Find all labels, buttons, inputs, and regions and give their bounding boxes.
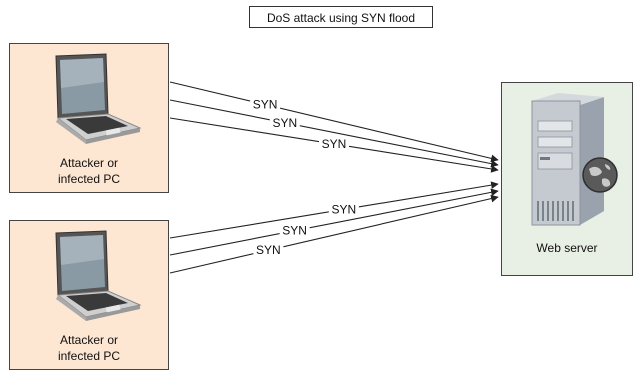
syn-edge — [169, 99, 499, 168]
syn-edge — [169, 81, 499, 163]
attacker-bottom-label-line2: infected PC — [57, 349, 121, 363]
syn-edge-label: SYN — [322, 137, 347, 151]
syn-edge — [169, 188, 499, 256]
syn-edge-label: SYN — [331, 202, 356, 216]
laptop-icon — [55, 53, 142, 144]
syn-edge-label: SYN — [256, 243, 281, 257]
attacker-bottom-node: Attacker or infected PC — [9, 220, 169, 370]
syn-label-bg — [319, 136, 349, 150]
diagram-title: DoS attack using SYN flood — [249, 6, 433, 28]
syn-label-bg — [328, 201, 359, 215]
syn-edge-label: SYN — [282, 224, 307, 238]
attacker-top-node: Attacker or infected PC — [9, 43, 169, 193]
syn-edge-label: SYN — [253, 98, 278, 112]
server-tower-icon — [531, 93, 604, 226]
laptop-icon — [55, 230, 142, 321]
web-server-node: Web server — [501, 82, 633, 276]
attacker-top-label-line1: Attacker or — [59, 156, 119, 170]
globe-icon — [582, 157, 618, 193]
attacker-top-label-line2: infected PC — [57, 172, 121, 186]
syn-label-bg — [279, 223, 310, 237]
syn-label-bg — [250, 97, 281, 111]
syn-label-bg — [253, 242, 284, 256]
syn-edge-label: SYN — [272, 116, 297, 130]
attacker-bottom-label-line1: Attacker or — [59, 333, 119, 347]
syn-edge — [169, 194, 499, 274]
syn-label-bg — [269, 115, 300, 129]
web-server-label: Web server — [536, 241, 598, 255]
